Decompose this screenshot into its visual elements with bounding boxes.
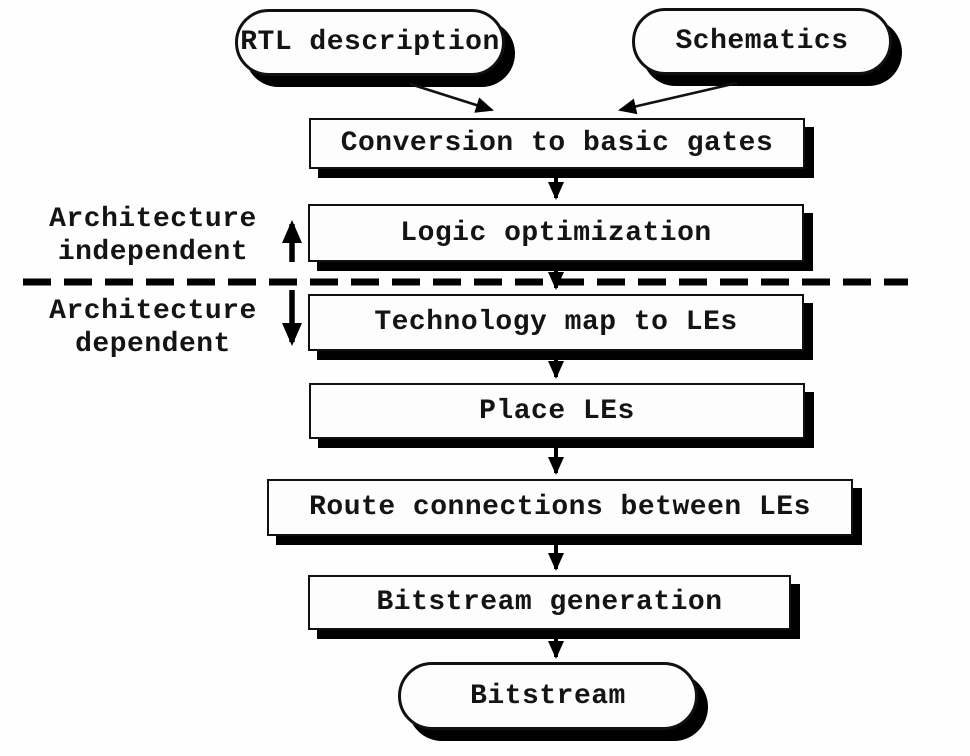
annotation-architecture-independent-line2: independent xyxy=(57,237,249,268)
annotation-architecture-dependent-line1: Architecture xyxy=(49,296,257,327)
node-route-connections: Route connections between LEs xyxy=(267,479,853,536)
node-rtl-description: RTL description xyxy=(235,9,505,76)
node-rtl-description-label: RTL description xyxy=(240,27,500,58)
annotation-architecture-independent-line1: Architecture xyxy=(49,204,257,235)
arrow-rtl-to-conversion xyxy=(409,82,494,113)
node-technology-label: Technology map to LEs xyxy=(374,307,738,338)
node-place-les: Place LEs xyxy=(309,383,805,439)
node-conversion-to-basic-gates: Conversion to basic gates xyxy=(309,118,805,169)
node-bitstream: Bitstream xyxy=(398,662,698,730)
node-schematics-label: Schematics xyxy=(675,26,849,57)
node-conversion-label: Conversion to basic gates xyxy=(340,128,774,159)
annotation-architecture-dependent: Architecture dependent xyxy=(28,295,278,361)
arrow-schematics-to-conversion xyxy=(618,81,738,115)
node-bitstream-label: Bitstream xyxy=(470,680,626,712)
node-route-label: Route connections between LEs xyxy=(309,492,811,523)
node-logic-label: Logic optimization xyxy=(400,217,712,249)
node-logic-optimization: Logic optimization xyxy=(308,204,804,262)
node-technology-map: Technology map to LEs xyxy=(308,294,804,351)
annotation-architecture-independent: Architecture independent xyxy=(28,203,278,269)
node-bitstream-generation: Bitstream generation xyxy=(308,575,791,630)
node-bitgen-label: Bitstream generation xyxy=(376,587,723,618)
node-place-label: Place LEs xyxy=(479,395,635,427)
node-schematics: Schematics xyxy=(632,8,892,75)
annotation-architecture-dependent-line2: dependent xyxy=(75,329,231,360)
